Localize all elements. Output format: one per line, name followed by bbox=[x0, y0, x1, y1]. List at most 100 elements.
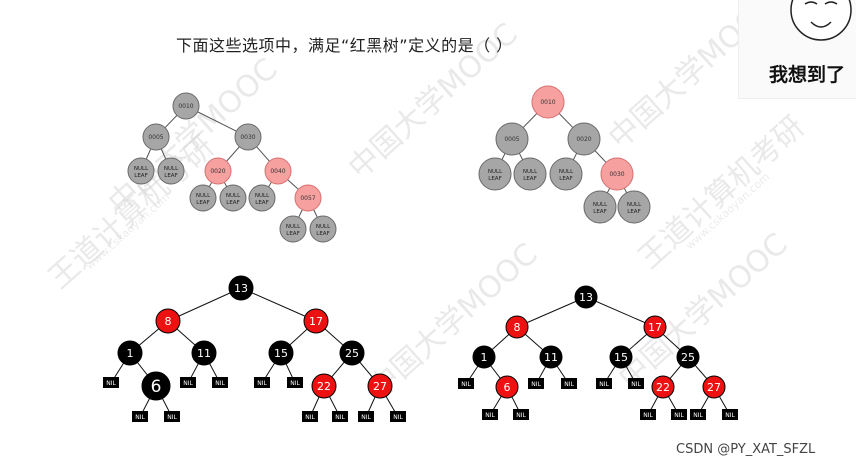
tree-node-label: 6 bbox=[504, 381, 511, 394]
tree-node-label: 11 bbox=[197, 347, 211, 360]
tree-node-circle bbox=[155, 308, 181, 334]
tree-node: 17 bbox=[643, 315, 667, 339]
watermark-layer: 中国大学MOOC 中国大学MOOC 中国大学MOOC 中国大学MOOC 中国大学… bbox=[42, 0, 811, 406]
tree-node: 15 bbox=[268, 340, 294, 366]
nil-leaf: NIL bbox=[103, 377, 119, 388]
footer-credit: CSDN @PY_XAT_SFZL bbox=[676, 442, 816, 457]
tree-node-label: LEAF bbox=[523, 176, 536, 182]
nil-leaf-box bbox=[528, 378, 544, 389]
tree-node: 0030 bbox=[600, 157, 634, 191]
tree-node-label: 27 bbox=[707, 381, 721, 394]
tree-node-label: 8 bbox=[514, 321, 521, 334]
nil-leaf-box bbox=[302, 411, 318, 422]
nil-leaf-label: NIL bbox=[485, 412, 495, 419]
tree-node-label: 17 bbox=[648, 321, 662, 334]
tree-node: 27 bbox=[367, 373, 393, 399]
nil-leaf: NIL bbox=[332, 411, 348, 422]
nil-leaf: NIL bbox=[180, 377, 196, 388]
tree-node-circle bbox=[505, 315, 529, 339]
tree-node-label: 0005 bbox=[504, 136, 519, 143]
tree-node: 1 bbox=[472, 345, 496, 369]
tree-node: 25 bbox=[676, 345, 700, 369]
tree-node-circle bbox=[495, 375, 519, 399]
tree-node-label: 0020 bbox=[210, 168, 225, 175]
nil-leaf-box bbox=[458, 378, 474, 389]
tree-node-circle bbox=[279, 215, 307, 243]
tree-node-label: NULL bbox=[316, 224, 331, 230]
tree-node-label: NULL bbox=[164, 166, 179, 172]
nil-leaf-box bbox=[596, 378, 612, 389]
nil-leaf-label: NIL bbox=[725, 412, 735, 419]
tree-node-circle bbox=[702, 375, 726, 399]
tree-node-circle bbox=[142, 123, 170, 151]
nil-leaf-box bbox=[332, 411, 348, 422]
nil-leaf: NIL bbox=[722, 409, 738, 420]
tree-node-circle bbox=[583, 190, 617, 224]
watermark-brand-1: 王道计算机考研 bbox=[42, 129, 221, 296]
tree-node-label: LEAF bbox=[196, 200, 209, 206]
tree-node-label: NULL bbox=[523, 169, 538, 175]
nil-leaf-label: NIL bbox=[599, 381, 609, 388]
nil-leaf-label: NIL bbox=[531, 381, 541, 388]
tree-node-label: LEAF bbox=[255, 200, 268, 206]
tree-node-circle bbox=[234, 123, 262, 151]
nil-leaf-box bbox=[690, 409, 706, 420]
nil-leaf-label: NIL bbox=[564, 381, 574, 388]
tree-node: 22 bbox=[651, 375, 675, 399]
tree-node-circle bbox=[309, 215, 337, 243]
tree-node-label: 13 bbox=[579, 291, 593, 304]
tree-node-circle bbox=[651, 375, 675, 399]
tree-node-circle bbox=[367, 373, 393, 399]
nil-leaf-box bbox=[722, 409, 738, 420]
meme-caption: 我想到了 bbox=[769, 64, 846, 86]
nil-leaf-box bbox=[164, 411, 180, 422]
nil-leaf: NIL bbox=[640, 409, 656, 420]
nil-leaf: NIL bbox=[690, 409, 706, 420]
tree-node-label: LEAF bbox=[559, 176, 572, 182]
tree-node-label: LEAF bbox=[226, 200, 239, 206]
tree-node-circle bbox=[127, 157, 155, 185]
tree-node: 0020 bbox=[567, 122, 601, 156]
tree-node: 15 bbox=[609, 345, 633, 369]
tree-node-label: LEAF bbox=[164, 173, 177, 179]
tree-edge bbox=[585, 296, 656, 328]
tree-node-circle bbox=[228, 275, 254, 301]
tree-node-label: 0030 bbox=[240, 134, 255, 141]
nil-leaf: NIL bbox=[287, 377, 303, 388]
tree-node-label: 22 bbox=[656, 381, 670, 394]
tree-node: 0005 bbox=[142, 123, 170, 151]
tree-node: 0040 bbox=[264, 157, 292, 185]
tree-node-label: NULL bbox=[593, 202, 608, 208]
tree-node: 0010 bbox=[531, 85, 565, 119]
tree-node-label: 0010 bbox=[178, 103, 193, 110]
tree-node: 8 bbox=[155, 308, 181, 334]
nil-leaf-label: NIL bbox=[106, 380, 116, 387]
tree-node-circle bbox=[600, 157, 634, 191]
tree-node-circle bbox=[574, 285, 598, 309]
tree-node-label: NULL bbox=[559, 169, 574, 175]
nil-leaf-box bbox=[180, 377, 196, 388]
tree-node-label: 17 bbox=[309, 315, 323, 328]
tree-node-circle bbox=[219, 184, 247, 212]
tree-edge bbox=[516, 296, 587, 328]
tree-node-circle bbox=[643, 315, 667, 339]
tree-node: 0057 bbox=[294, 184, 322, 212]
tree-node: 13 bbox=[574, 285, 598, 309]
tree-node-circle bbox=[157, 157, 185, 185]
tree-node-label: 15 bbox=[614, 351, 628, 364]
tree-node-label: 25 bbox=[345, 347, 359, 360]
nil-leaf-box bbox=[132, 411, 148, 422]
nil-leaf: NIL bbox=[628, 378, 644, 389]
tree-node-label: 11 bbox=[544, 351, 558, 364]
nil-leaf: NIL bbox=[458, 378, 474, 389]
meme-face-icon bbox=[790, 0, 852, 41]
tree-node-label: 8 bbox=[165, 315, 172, 328]
tree-node-circle bbox=[311, 373, 337, 399]
